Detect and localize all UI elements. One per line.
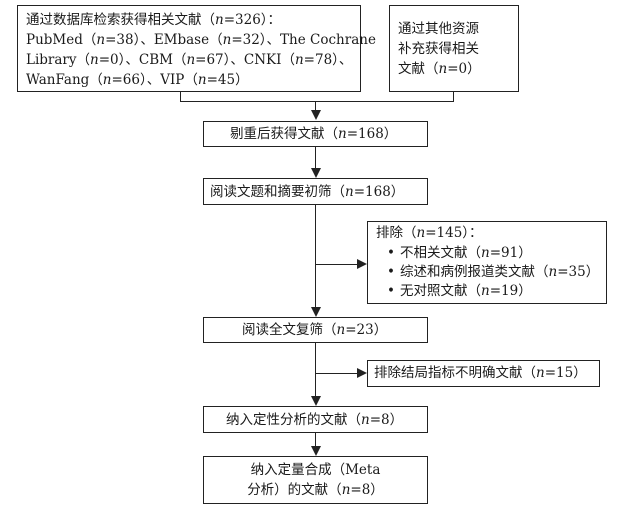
exclusion-2-label: 排除结局指标不明确文献（n=15） bbox=[374, 365, 587, 381]
title-abstract-screen-label: 阅读文题和摘要初筛（n=168） bbox=[210, 184, 405, 200]
database-search-box: 通过数据库检索获得相关文献（n=326）： PubMed（n=38）、EMbas… bbox=[17, 5, 376, 92]
bullet-icon: • bbox=[387, 264, 395, 280]
exclusion-1-item: •不相关文献（n=91） bbox=[382, 244, 532, 263]
arrow-to-exclude1 bbox=[357, 259, 367, 269]
connector-to-exclude2 bbox=[315, 373, 359, 375]
connector-merge-horizontal bbox=[180, 101, 454, 103]
connector-screen-down bbox=[315, 205, 317, 310]
database-search-line-1: 通过数据库检索获得相关文献（n=326）： bbox=[26, 12, 282, 28]
database-search-line-2: PubMed（n=38）、EMbase（n=32）、The Cochrane bbox=[26, 32, 376, 48]
arrow-to-screen bbox=[311, 168, 321, 178]
arrow-to-fulltext bbox=[311, 307, 321, 317]
exclusion-box-2: 排除结局指标不明确文献（n=15） bbox=[367, 360, 600, 387]
connector-merge-down bbox=[315, 101, 317, 111]
fulltext-screen-box: 阅读全文复筛（n=23） bbox=[203, 317, 428, 343]
database-search-line-4: WanFang（n=66）、VIP（n=45） bbox=[26, 72, 249, 88]
connector-other-down bbox=[453, 92, 455, 102]
other-sources-box: 通过其他资源 补充获得相关 文献（n=0） bbox=[389, 5, 519, 92]
dedup-label: 剔重后获得文献（n=168） bbox=[230, 126, 398, 142]
quantitative-line-1: 纳入定量合成（Meta bbox=[250, 462, 381, 478]
quantitative-box: 纳入定量合成（Meta 分析）的文献（n=8） bbox=[203, 456, 428, 504]
connector-dedup-down bbox=[315, 147, 317, 169]
arrow-to-dedup bbox=[311, 110, 321, 120]
bullet-icon: • bbox=[387, 283, 395, 299]
connector-db-down bbox=[180, 92, 182, 102]
qualitative-box: 纳入定性分析的文献（n=8） bbox=[203, 406, 428, 433]
connector-fulltext-down bbox=[315, 343, 317, 398]
title-abstract-screen-box: 阅读文题和摘要初筛（n=168） bbox=[203, 178, 428, 205]
dedup-box: 剔重后获得文献（n=168） bbox=[203, 121, 428, 147]
exclusion-1-item: •综述和病例报道类文献（n=35） bbox=[382, 263, 599, 282]
other-sources-line-2: 补充获得相关 bbox=[398, 41, 479, 57]
other-sources-line-3: 文献（n=0） bbox=[398, 61, 481, 77]
exclusion-box-1: 排除（n=145）： •不相关文献（n=91） •综述和病例报道类文献（n=35… bbox=[367, 221, 607, 304]
database-search-line-3: Library（n=0）、CBM（n=67）、CNKI（n=78）、 bbox=[26, 52, 353, 68]
bullet-icon: • bbox=[387, 245, 395, 261]
connector-to-exclude1 bbox=[315, 264, 359, 266]
exclusion-1-title: 排除（n=145）： bbox=[376, 225, 483, 241]
fulltext-screen-label: 阅读全文复筛（n=23） bbox=[242, 322, 388, 338]
qualitative-label: 纳入定性分析的文献（n=8） bbox=[226, 412, 404, 428]
other-sources-line-1: 通过其他资源 bbox=[398, 21, 479, 37]
connector-qualitative-down bbox=[315, 433, 317, 448]
exclusion-1-item: •无对照文献（n=19） bbox=[382, 282, 532, 301]
quantitative-line-2: 分析）的文献（n=8） bbox=[247, 482, 384, 498]
arrow-to-quantitative bbox=[311, 446, 321, 456]
arrow-to-qualitative bbox=[311, 396, 321, 406]
arrow-to-exclude2 bbox=[357, 368, 367, 378]
